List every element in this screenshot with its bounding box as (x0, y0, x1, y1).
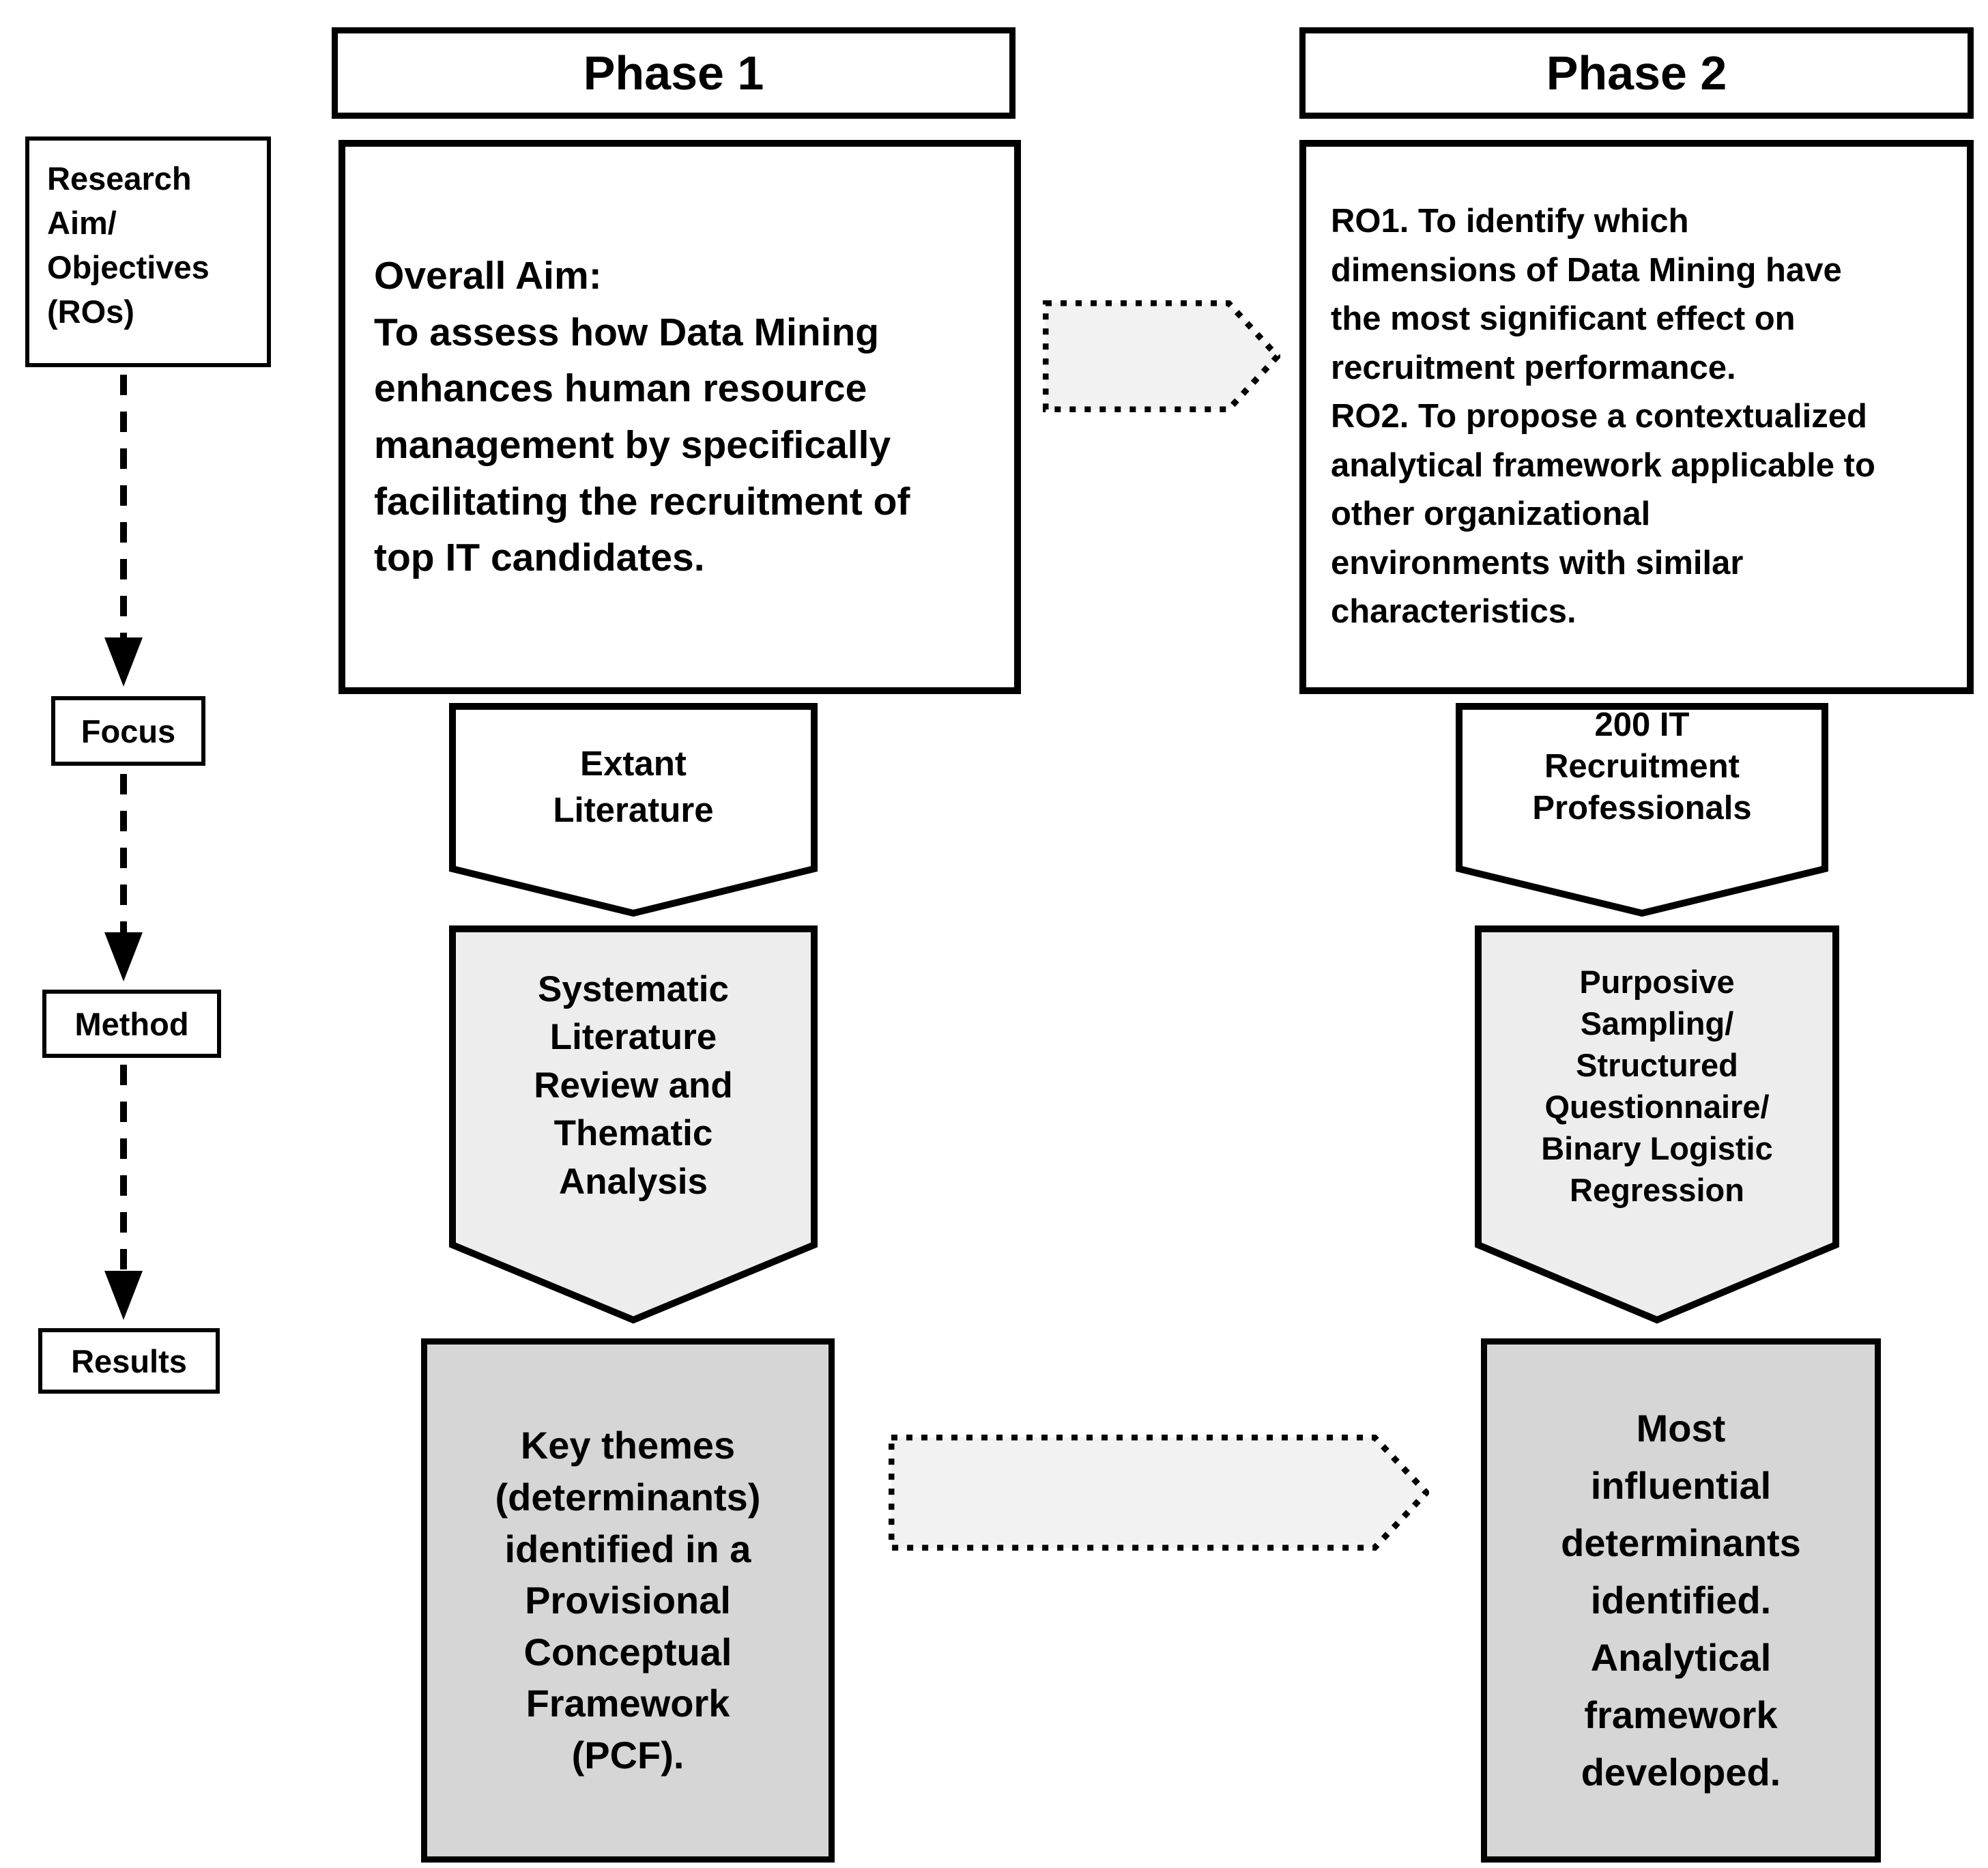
dashed-down-arrow-icon (104, 375, 143, 687)
pentagon-down-shape (1456, 703, 1828, 917)
dashed-down-arrow-icon (104, 774, 143, 981)
phase1-focus-pentagon: Extant Literature (449, 703, 818, 918)
phase2-focus-label: 200 IT Recruitment Professionals (1532, 706, 1752, 827)
pentagon-down-shape (1456, 703, 1828, 917)
phase2-focus-pentagon: 200 IT Recruitment Professionals (1456, 703, 1828, 918)
phase1-method-label: Systematic Literature Review and Themati… (534, 968, 733, 1202)
phase1-overall-aim-box: Overall Aim: To assess how Data Mining e… (338, 140, 1021, 694)
phase1-overall-aim-text: Overall Aim: To assess how Data Mining e… (374, 254, 910, 580)
phase1-focus-label: Extant Literature (553, 744, 714, 829)
dashed-down-arrow-icon (104, 1065, 143, 1320)
pentagon-down-shape (449, 703, 818, 917)
phase2-research-objectives-box: RO1. To identify which dimensions of Dat… (1299, 140, 1974, 694)
pentagon-down-shape (449, 703, 818, 917)
phase1-results-box: Key themes (determinants) identified in … (421, 1338, 835, 1863)
phase2-method-pentagon: Purposive Sampling/ Structured Questionn… (1475, 925, 1839, 1325)
phase1-header: Phase 1 (332, 27, 1015, 119)
phase2-research-objectives-text: RO1. To identify which dimensions of Dat… (1331, 203, 1875, 631)
phase2-header: Phase 2 (1299, 27, 1974, 119)
pentagon-down-shape (449, 925, 818, 1324)
dotted-right-arrow-shape (889, 1435, 1429, 1551)
dotted-right-arrow-shape (1043, 300, 1280, 412)
pentagon-down-shape (449, 925, 818, 1324)
sidebar-method-box: Method (42, 990, 221, 1058)
pentagon-down-shape (1475, 925, 1839, 1324)
phase2-method-label: Purposive Sampling/ Structured Questionn… (1541, 963, 1773, 1209)
pentagon-down-shape (1475, 925, 1839, 1324)
dotted-right-arrow-icon (889, 1435, 1429, 1551)
sidebar-results-box: Results (38, 1328, 220, 1394)
sidebar-focus-box: Focus (51, 696, 205, 766)
phase1-method-pentagon: Systematic Literature Review and Themati… (449, 925, 818, 1325)
sidebar-research-aim-objectives-box: Research Aim/ Objectives (ROs) (25, 136, 271, 367)
phase2-results-box: Most influential determinants identified… (1481, 1338, 1881, 1863)
dotted-right-arrow-icon (1043, 300, 1280, 412)
